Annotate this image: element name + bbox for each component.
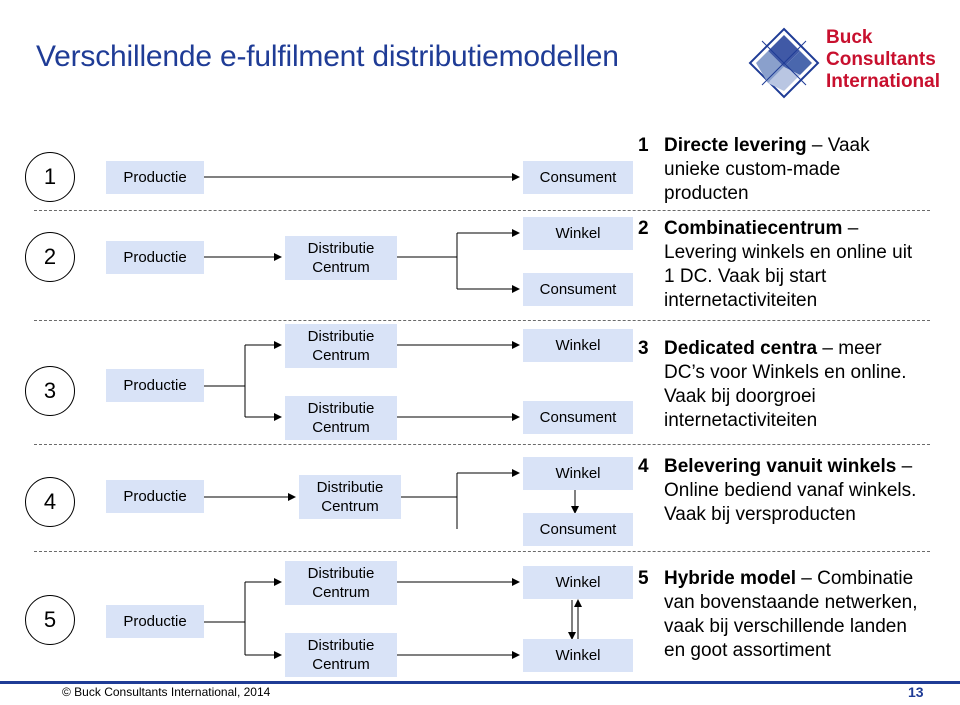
- productie-box: Productie: [106, 241, 204, 274]
- brand-line-2: Consultants: [826, 49, 936, 70]
- brand-line-3: International: [826, 71, 941, 92]
- productie-box: Productie: [106, 369, 204, 402]
- row-separator: [34, 210, 930, 211]
- dc-box: Distributie Centrum: [285, 633, 397, 677]
- dc-box: Distributie Centrum: [285, 396, 397, 440]
- brand-name: Buck Consultants International: [826, 27, 940, 93]
- winkel-box: Winkel: [523, 329, 633, 362]
- description-text: meer: [838, 338, 882, 359]
- description-line: Levering winkels en online uit: [664, 242, 913, 263]
- model-number-4: 4: [25, 477, 75, 527]
- description-line: van bovenstaande netwerken,: [664, 592, 918, 613]
- productie-box: Productie: [106, 480, 204, 513]
- description-dash: –: [896, 456, 913, 477]
- description-line: Vaak bij versproducten: [664, 504, 856, 525]
- description-dash: –: [842, 218, 859, 239]
- dc-box: Distributie Centrum: [285, 324, 397, 368]
- model-number-3: 3: [25, 366, 75, 416]
- page-number: 13: [908, 684, 924, 700]
- description-dash: –: [806, 135, 828, 156]
- description-heading: Directe levering: [664, 135, 807, 156]
- description-1: 1 Directe levering – Vaak unieke custom-m…: [638, 134, 870, 206]
- description-line: Online bediend vanaf winkels.: [664, 480, 917, 501]
- description-number: 5: [638, 568, 649, 589]
- description-number: 3: [638, 338, 649, 359]
- brand-line-1: Buck: [826, 27, 873, 48]
- description-line: unieke custom-made: [664, 159, 841, 180]
- description-text: Vaak: [827, 135, 870, 156]
- description-heading: Dedicated centra: [664, 338, 818, 359]
- description-3: 3 Dedicated centra – meer DC’s voor Winke…: [638, 337, 907, 433]
- winkel-box: Winkel: [523, 639, 633, 672]
- description-number: 4: [638, 456, 649, 477]
- footer-rule: [0, 681, 960, 684]
- description-5: 5 Hybride model – Combinatie van bovensta…: [638, 567, 918, 663]
- row-separator: [34, 320, 930, 321]
- description-line: internetactiviteiten: [664, 410, 818, 431]
- productie-box: Productie: [106, 161, 204, 194]
- description-heading: Belevering vanuit winkels: [664, 456, 897, 477]
- consument-box: Consument: [523, 161, 633, 194]
- footer-copyright: © Buck Consultants International, 2014: [62, 685, 271, 699]
- description-line: producten: [664, 183, 749, 204]
- page-title: Verschillende e-fulfilment distributiemo…: [36, 40, 619, 73]
- description-2: 2 Combinatiecentrum – Levering winkels en…: [638, 217, 912, 313]
- description-line: Vaak bij doorgroei: [664, 386, 816, 407]
- dc-box: Distributie Centrum: [285, 236, 397, 280]
- consument-box: Consument: [523, 513, 633, 546]
- row-separator: [34, 551, 930, 552]
- description-line: DC’s voor Winkels en online.: [664, 362, 907, 383]
- row-separator: [34, 444, 930, 445]
- description-4: 4 Belevering vanuit winkels – Online bedi…: [638, 455, 916, 527]
- description-line: internetactiviteiten: [664, 290, 818, 311]
- winkel-box: Winkel: [523, 457, 633, 490]
- productie-box: Productie: [106, 605, 204, 638]
- description-dash: –: [795, 568, 818, 589]
- buck-logo-icon: [748, 27, 820, 99]
- description-line: 1 DC. Vaak bij start: [664, 266, 827, 287]
- model-number-1: 1: [25, 152, 75, 202]
- consument-box: Consument: [523, 401, 633, 434]
- description-line: en goot assortiment: [664, 640, 831, 661]
- winkel-box: Winkel: [523, 217, 633, 250]
- model-number-2: 2: [25, 232, 75, 282]
- description-dash: –: [817, 338, 839, 359]
- description-text: Combinatie: [817, 568, 914, 589]
- winkel-box: Winkel: [523, 566, 633, 599]
- dc-box: Distributie Centrum: [299, 475, 401, 519]
- consument-box: Consument: [523, 273, 633, 306]
- description-heading: Combinatiecentrum: [664, 218, 843, 239]
- model-number-5: 5: [25, 595, 75, 645]
- description-number: 1: [638, 135, 649, 156]
- description-heading: Hybride model: [664, 568, 796, 589]
- dc-box: Distributie Centrum: [285, 561, 397, 605]
- description-number: 2: [638, 218, 649, 239]
- description-line: vaak bij verschillende landen: [664, 616, 907, 637]
